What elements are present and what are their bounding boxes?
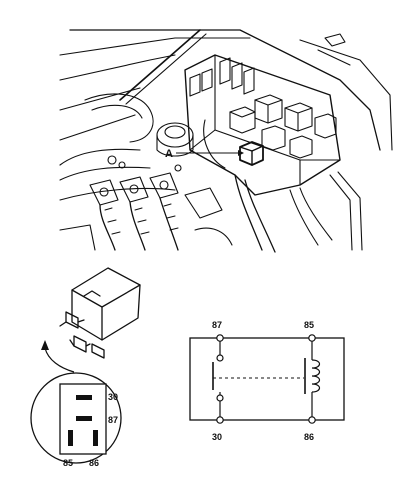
contact-87: [216, 354, 224, 362]
terminal-30-dot: [216, 416, 224, 424]
pin-86-label: 86: [89, 458, 99, 468]
schematic-terminal-86-label: 86: [304, 432, 314, 442]
schematic-terminal-87-label: 87: [212, 320, 222, 330]
pin-30-label: 30: [108, 392, 118, 402]
callout-arrowhead: [238, 150, 244, 156]
pin-87-terminal: [76, 416, 92, 421]
contact-30: [216, 394, 224, 402]
pin-86-terminal: [93, 430, 98, 446]
switch-contact: [212, 334, 224, 424]
relay-perspective-drawing: [59, 267, 141, 359]
schematic-frame: [189, 337, 345, 421]
connector-pin-view: 30 87 85 86: [30, 372, 122, 468]
pin-85-terminal: [68, 430, 73, 446]
callout-a: A: [165, 148, 244, 160]
engine-bay-illustration: [59, 29, 393, 253]
coil: [304, 334, 321, 424]
schematic-terminal-85-label: 85: [304, 320, 314, 330]
terminal-85-dot: [308, 334, 316, 342]
rotate-arrow: [41, 340, 75, 373]
pin-30-terminal: [76, 395, 92, 400]
callout-a-label: A: [165, 148, 173, 160]
terminal-86-dot: [308, 416, 316, 424]
schematic-terminal-30-label: 30: [212, 432, 222, 442]
relay-schematic: 87 85 30 86: [189, 320, 345, 442]
terminal-87-dot: [216, 334, 224, 342]
pin-87-label: 87: [108, 415, 118, 425]
pin-85-label: 85: [63, 458, 73, 468]
